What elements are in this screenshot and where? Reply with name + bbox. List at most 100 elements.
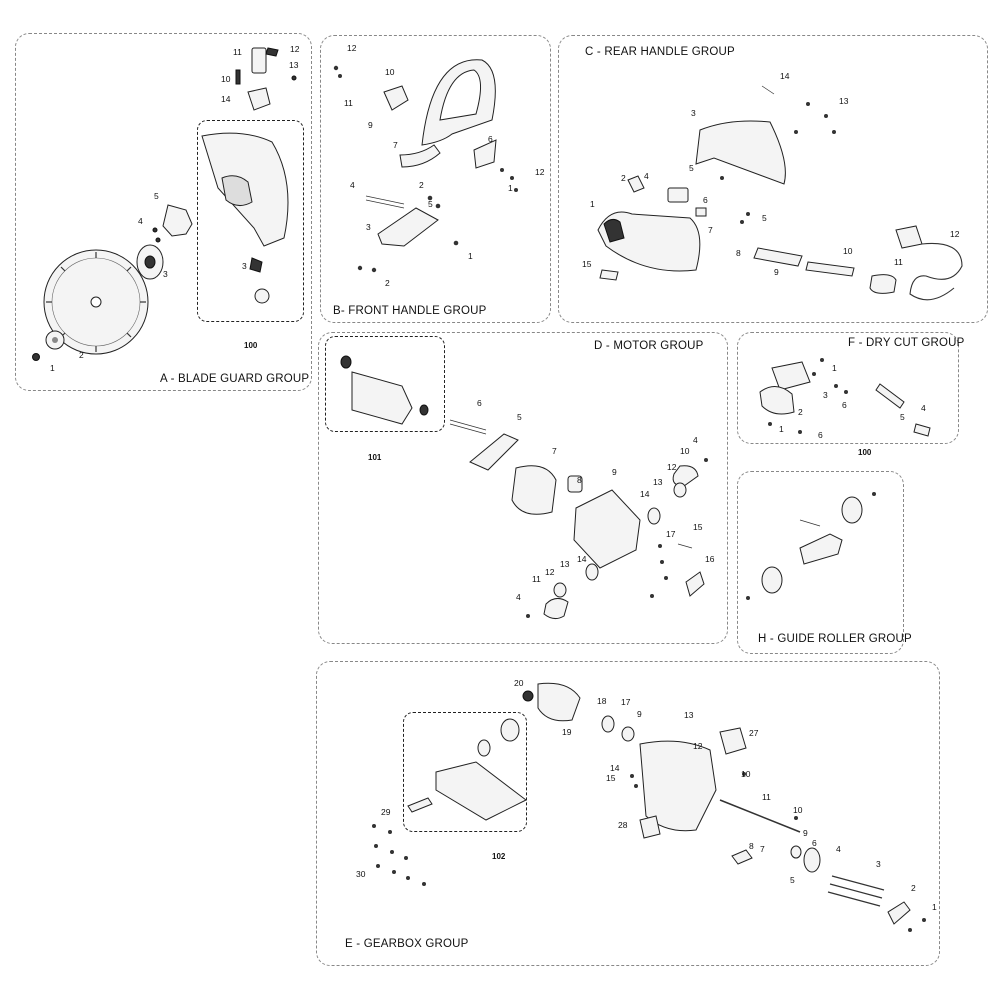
callout-c-12: 12 <box>950 229 960 239</box>
callout-e-4: 4 <box>836 844 841 854</box>
title-motor-group: D - MOTOR GROUP <box>594 340 704 352</box>
callout-e-20: 20 <box>514 678 524 688</box>
front-handle-parts <box>333 59 518 273</box>
subgroup-100-h-label: 100 <box>858 448 872 457</box>
callout-f-3: 3 <box>823 390 828 400</box>
guide-roller-parts <box>746 492 876 600</box>
callout-c-11: 11 <box>894 257 903 267</box>
callout-a-4: 4 <box>138 216 143 226</box>
title-rear-handle-group: C - REAR HANDLE GROUP <box>585 46 735 58</box>
callout-a-14: 14 <box>221 94 231 104</box>
callout-d-8: 8 <box>577 475 582 485</box>
callout-f-4: 4 <box>921 403 926 413</box>
callout-d-4-b: 4 <box>516 592 521 602</box>
callout-d-14: 14 <box>640 489 650 499</box>
callout-d-14-b: 14 <box>577 554 587 564</box>
callout-f-5: 5 <box>900 412 905 422</box>
callout-e-19: 19 <box>562 727 572 737</box>
callout-f-6: 6 <box>842 400 847 410</box>
callout-c-13: 13 <box>839 96 849 106</box>
callout-c-6: 6 <box>703 195 708 205</box>
callout-e-10: 10 <box>741 769 751 779</box>
subgroup-102 <box>403 712 527 832</box>
callout-c-4: 4 <box>644 171 649 181</box>
callout-e-9: 9 <box>637 709 642 719</box>
panel-blade-guard-group <box>15 33 312 391</box>
callout-a-1: 1 <box>50 363 55 373</box>
callout-c-5: 5 <box>689 163 694 173</box>
callout-e-15: 15 <box>606 773 616 783</box>
callout-e-28: 28 <box>618 820 628 830</box>
callout-d-9: 9 <box>612 467 617 477</box>
callout-b-9: 9 <box>368 120 373 130</box>
callout-e-12: 12 <box>693 741 703 751</box>
callout-b-12-b: 12 <box>535 167 545 177</box>
subgroup-101-label: 101 <box>368 453 382 462</box>
callout-e-7: 7 <box>760 844 765 854</box>
dry-cut-parts <box>759 358 931 437</box>
callout-a-11: 11 <box>233 47 242 57</box>
title-front-handle-group: B- FRONT HANDLE GROUP <box>333 305 487 317</box>
callout-e-5: 5 <box>790 875 795 885</box>
callout-b-2-b: 2 <box>385 278 390 288</box>
panel-front-handle-group <box>320 35 551 323</box>
subgroup-100-a-label: 100 <box>244 341 258 350</box>
callout-b-1: 1 <box>508 183 513 193</box>
title-gearbox-group: E - GEARBOX GROUP <box>345 938 469 950</box>
callout-b-11: 11 <box>344 98 353 108</box>
callout-d-6: 6 <box>477 398 482 408</box>
callout-a-3-b: 3 <box>242 261 247 271</box>
panel-dry-cut-group <box>737 332 959 444</box>
callout-b-4: 4 <box>350 180 355 190</box>
title-guide-roller-group: H - GUIDE ROLLER GROUP <box>758 633 912 645</box>
callout-e-27: 27 <box>749 728 759 738</box>
callout-e-6: 6 <box>812 838 817 848</box>
callout-d-12-b: 12 <box>545 567 555 577</box>
callout-d-15: 15 <box>693 522 703 532</box>
callout-a-12: 12 <box>290 44 300 54</box>
rear-handle-parts <box>597 85 963 301</box>
callout-c-9: 9 <box>774 267 779 277</box>
callout-e-9-b: 9 <box>803 828 808 838</box>
callout-d-12: 12 <box>667 462 677 472</box>
gearbox-parts <box>372 682 926 932</box>
callout-e-29: 29 <box>381 807 391 817</box>
blade-guard-parts <box>32 47 297 361</box>
callout-d-16: 16 <box>705 554 715 564</box>
callout-b-2: 2 <box>419 180 424 190</box>
callout-f-6-b: 6 <box>818 430 823 440</box>
callout-b-10: 10 <box>385 67 395 77</box>
callout-b-3: 3 <box>366 222 371 232</box>
callout-c-3: 3 <box>691 108 696 118</box>
callout-d-13: 13 <box>653 477 663 487</box>
callout-e-8: 8 <box>749 841 754 851</box>
callout-b-6: 6 <box>488 134 493 144</box>
panel-guide-roller-group <box>737 471 904 654</box>
callout-c-8: 8 <box>736 248 741 258</box>
callout-c-1: 1 <box>590 199 595 209</box>
callout-b-1-b: 1 <box>468 251 473 261</box>
callout-f-1-b: 1 <box>779 424 784 434</box>
callout-b-12: 12 <box>347 43 357 53</box>
callout-d-7: 7 <box>552 446 557 456</box>
callout-a-10: 10 <box>221 74 231 84</box>
callout-b-5: 5 <box>428 199 433 209</box>
title-blade-guard-group: A - BLADE GUARD GROUP <box>160 373 310 385</box>
callout-e-3: 3 <box>876 859 881 869</box>
title-dry-cut-group: F - DRY CUT GROUP <box>848 337 965 349</box>
callout-c-7: 7 <box>708 225 713 235</box>
callout-e-11: 11 <box>762 792 771 802</box>
callout-a-3: 3 <box>163 269 168 279</box>
panel-motor-group <box>318 332 728 644</box>
callout-c-5-b: 5 <box>762 213 767 223</box>
subgroup-101 <box>325 336 445 432</box>
callout-e-2: 2 <box>911 883 916 893</box>
callout-d-4: 4 <box>693 435 698 445</box>
callout-d-5: 5 <box>517 412 522 422</box>
callout-e-13: 13 <box>684 710 694 720</box>
callout-d-13-b: 13 <box>560 559 570 569</box>
callout-e-1: 1 <box>932 902 937 912</box>
callout-d-11: 11 <box>532 574 541 584</box>
callout-a-5: 5 <box>154 191 159 201</box>
